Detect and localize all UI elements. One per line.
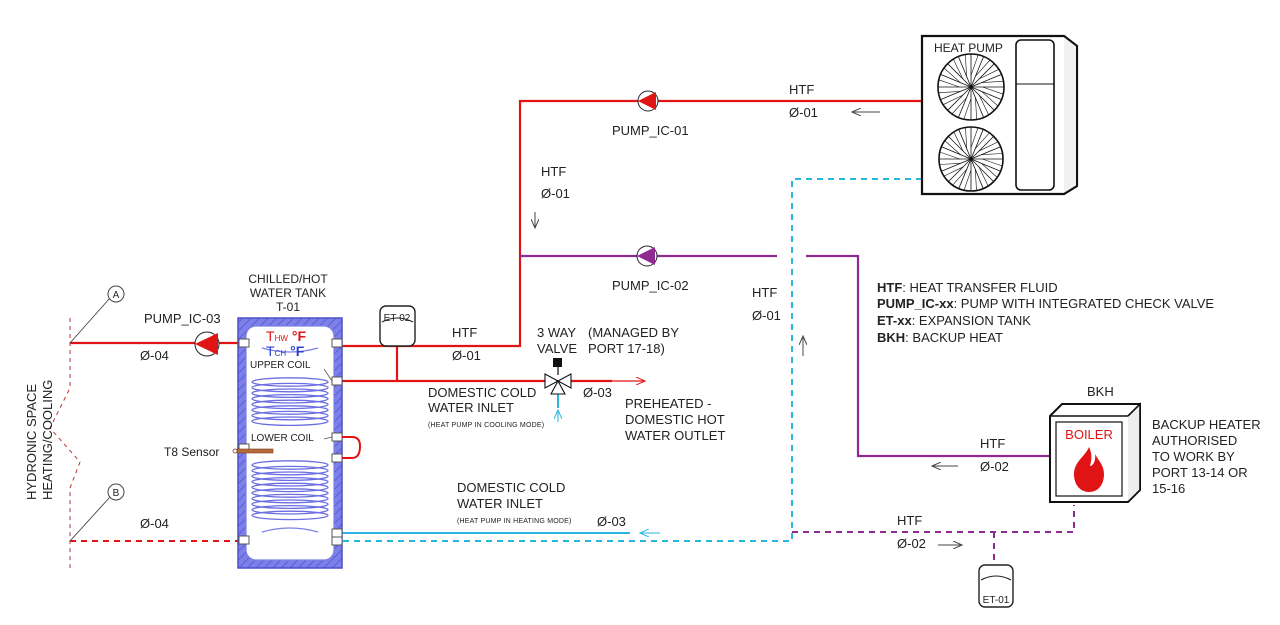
cyan-dashed-pipe (342, 178, 922, 542)
htf-label-bottom: HTF (897, 513, 922, 528)
legend-item-htf: HTF: HEAT TRANSFER FLUID (877, 280, 1058, 295)
backup-label-2: AUTHORISED (1152, 433, 1237, 448)
hydronic-connector (49, 318, 81, 568)
heat-pump-unit: HEAT PUMP (920, 34, 1079, 196)
d01-label-right: Ø-01 (752, 308, 781, 323)
et-02-tank: ET-02 (379, 305, 416, 347)
d01-label-vertical: Ø-01 (541, 186, 570, 201)
managed-label-1: (MANAGED BY (588, 325, 679, 340)
dcw-inlet-heating-2: WATER INLET (457, 496, 543, 511)
three-way-valve-icon (544, 358, 572, 395)
upper-coil-label: UPPER COIL (250, 360, 311, 371)
preheated-label-3: WATER OUTLET (625, 428, 725, 443)
boiler-label: BOILER (1065, 427, 1113, 442)
d01-label-top: Ø-01 (789, 105, 818, 120)
hydronic-label-1: HYDRONIC SPACE (24, 384, 39, 500)
htf-purple-return-dashed (792, 505, 1075, 565)
three-way-label-2: VALVE (537, 341, 577, 356)
tch-label: TCH°F (266, 343, 305, 359)
three-way-label-1: 3 WAY (537, 325, 576, 340)
cyan-solid-pipe (342, 392, 630, 534)
pump-ic-03-icon (194, 331, 220, 357)
point-b: B (69, 483, 125, 542)
d04-label-bottom: Ø-04 (140, 516, 169, 531)
pump-ic-03-label: PUMP_IC-03 (144, 311, 221, 326)
et-01-label: ET-01 (983, 595, 1010, 606)
t8-sensor-label: T8 Sensor (164, 445, 219, 459)
backup-label-4: PORT 13-14 OR (1152, 465, 1248, 480)
backup-label-3: TO WORK BY (1152, 449, 1235, 464)
legend: HTF: HEAT TRANSFER FLUID PUMP_IC-xx: PUM… (877, 280, 1214, 345)
fan-bottom-icon (938, 126, 1004, 192)
t8-sensor-rod (236, 448, 274, 454)
thw-label: THW°F (266, 328, 306, 344)
pump-ic-02-icon (636, 245, 658, 267)
d02-label-bottom: Ø-02 (897, 536, 926, 551)
dcw-inlet-heating-1: DOMESTIC COLD (457, 480, 565, 495)
tank-title-line2: WATER TANK (250, 286, 326, 300)
boiler-unit: BOILER (1049, 402, 1141, 503)
hp-heating-mode-label: (HEAT PUMP IN HEATING MODE) (457, 518, 572, 525)
water-tank: CHILLED/HOT WATER TANK T-01 THW°F TCH°F … (232, 272, 362, 569)
point-a: A (69, 285, 125, 344)
flow-arrows (535, 112, 962, 545)
svg-text:B: B (113, 488, 120, 499)
pump-ic-02-label: PUMP_IC-02 (612, 278, 689, 293)
pump-ic-01-label: PUMP_IC-01 (612, 123, 689, 138)
dcw-inlet-cooling-2: WATER INLET (428, 400, 514, 415)
et-02-label: ET-02 (384, 313, 411, 324)
d03-label-bottom: Ø-03 (597, 514, 626, 529)
hp-cooling-mode-label: (HEAT PUMP IN COOLING MODE) (428, 422, 544, 429)
pump-ic-01-icon (637, 90, 659, 112)
backup-label-5: 15-16 (1152, 481, 1185, 496)
bkh-label: BKH (1087, 384, 1114, 399)
fan-top-icon (937, 53, 1005, 121)
lower-coil-icon (251, 460, 329, 521)
preheated-label-1: PREHEATED - (625, 396, 711, 411)
d04-label-top: Ø-04 (140, 348, 169, 363)
legend-item-bkh: BKH: BACKUP HEAT (877, 330, 1003, 345)
htf-label-right: HTF (752, 285, 777, 300)
tank-id: T-01 (276, 300, 300, 314)
svg-text:A: A (113, 290, 120, 301)
d01-label-tank: Ø-01 (452, 348, 481, 363)
flame-icon (1073, 447, 1104, 492)
htf-label-boiler: HTF (980, 436, 1005, 451)
dcw-inlet-cooling-1: DOMESTIC COLD (428, 385, 536, 400)
d03-label-valve: Ø-03 (583, 385, 612, 400)
et-01-tank: ET-01 (978, 564, 1014, 608)
htf-label-vertical: HTF (541, 164, 566, 179)
hydronic-label-2: HEATING/COOLING (40, 380, 55, 500)
htf-label-tank: HTF (452, 325, 477, 340)
backup-label-1: BACKUP HEATER (1152, 417, 1261, 432)
upper-coil-icon (251, 377, 329, 427)
tank-title-line1: CHILLED/HOT (248, 272, 328, 286)
legend-item-et: ET-xx: EXPANSION TANK (877, 313, 1031, 328)
managed-label-2: PORT 17-18) (588, 341, 665, 356)
htf-label-top: HTF (789, 82, 814, 97)
d02-label-boiler: Ø-02 (980, 459, 1009, 474)
lower-coil-label: LOWER COIL (251, 433, 314, 444)
heat-pump-label: HEAT PUMP (934, 41, 1003, 55)
legend-item-pump: PUMP_IC-xx: PUMP WITH INTEGRATED CHECK V… (877, 296, 1214, 311)
preheated-label-2: DOMESTIC HOT (625, 412, 725, 427)
